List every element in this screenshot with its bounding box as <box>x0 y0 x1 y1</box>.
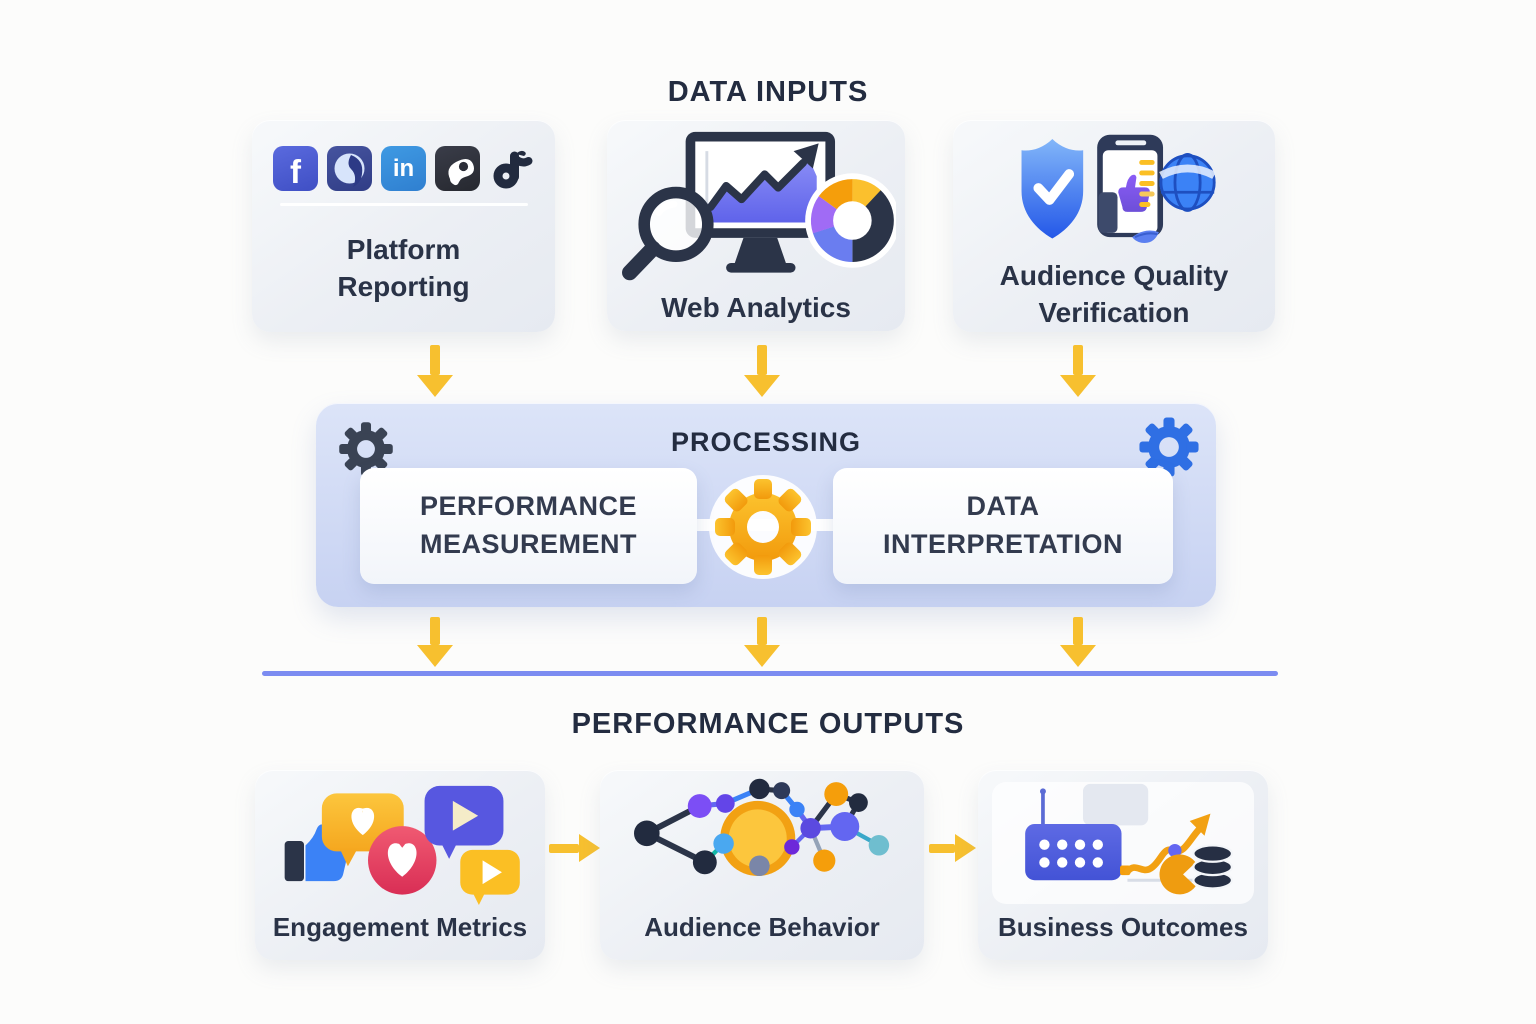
input-card-label: Web Analytics <box>661 292 851 323</box>
heart-bubble-icon <box>321 793 404 867</box>
crescent-social-icon <box>327 146 372 191</box>
web-analytics-illustration <box>622 131 896 281</box>
linkedin-icon: in <box>381 146 426 191</box>
output-card-label: Business Outcomes <box>998 911 1248 942</box>
card-inner-divider <box>279 203 528 206</box>
down-arrow <box>744 345 780 397</box>
process-box-label: PERFORMANCE MEASUREMENT <box>419 491 637 559</box>
input-card-platform-reporting[interactable]: f in <box>252 120 555 332</box>
output-card-label: Audience Behavior <box>644 911 880 942</box>
down-arrow <box>1060 345 1096 397</box>
process-box-label: DATA INTERPRETATION <box>883 491 1123 559</box>
shield-check-icon <box>1021 139 1084 239</box>
network-nodes <box>634 778 890 876</box>
magnifier-icon <box>622 186 714 281</box>
social-icons-row: f in <box>273 146 534 191</box>
heart-circle-icon <box>368 826 437 895</box>
monitor-chart-icon <box>685 131 836 273</box>
right-arrow <box>549 834 600 862</box>
section-title-performance-outputs: PERFORMANCE OUTPUTS <box>571 708 965 740</box>
growth-arrow-icon <box>1124 813 1211 875</box>
thumbs-up-icon <box>284 824 348 882</box>
down-arrow <box>744 617 780 667</box>
donut-chart-icon <box>805 173 896 268</box>
audience-quality-illustration <box>1021 134 1216 243</box>
play-bubble-indigo-icon <box>424 785 504 859</box>
output-card-audience-behavior[interactable]: Audience Behavior <box>600 770 924 960</box>
process-box-performance-measurement[interactable]: PERFORMANCE MEASUREMENT <box>360 468 697 584</box>
network-graph-illustration <box>634 778 890 876</box>
coins-icon <box>1159 844 1234 895</box>
process-box-data-interpretation[interactable]: DATA INTERPRETATION <box>833 468 1173 584</box>
facebook-icon: f <box>273 146 318 191</box>
business-outcomes-illustration <box>1025 783 1234 895</box>
down-arrow <box>417 345 453 397</box>
processing-band: PROCESSING PERFORMANCE MEASUREMENT DATA … <box>316 403 1216 607</box>
section-divider <box>262 671 1278 676</box>
input-card-audience-quality[interactable]: Audience Quality Verification <box>953 120 1275 332</box>
input-card-label: Platform Reporting <box>337 234 470 302</box>
down-arrow <box>1060 617 1096 667</box>
central-node <box>720 800 796 876</box>
engagement-illustration <box>284 785 520 905</box>
gear-icon <box>715 479 811 575</box>
output-card-engagement-metrics[interactable]: Engagement Metrics <box>255 770 545 960</box>
phone-report-icon <box>1097 134 1164 238</box>
right-arrow <box>929 834 976 862</box>
swoosh-social-icon <box>435 146 480 191</box>
data-point-dot <box>1168 843 1182 858</box>
output-card-business-outcomes[interactable]: Business Outcomes <box>978 770 1268 960</box>
tiktok-icon <box>493 150 533 189</box>
down-arrow <box>417 617 453 667</box>
section-title-data-inputs: DATA INPUTS <box>667 76 869 108</box>
section-title-processing: PROCESSING <box>670 427 862 457</box>
globe-icon <box>1159 153 1216 212</box>
play-bubble-yellow-icon <box>460 849 520 905</box>
input-card-web-analytics[interactable]: Web Analytics <box>607 120 905 331</box>
output-card-label: Engagement Metrics <box>272 911 528 942</box>
input-card-label: Audience Quality Verification <box>999 260 1229 329</box>
